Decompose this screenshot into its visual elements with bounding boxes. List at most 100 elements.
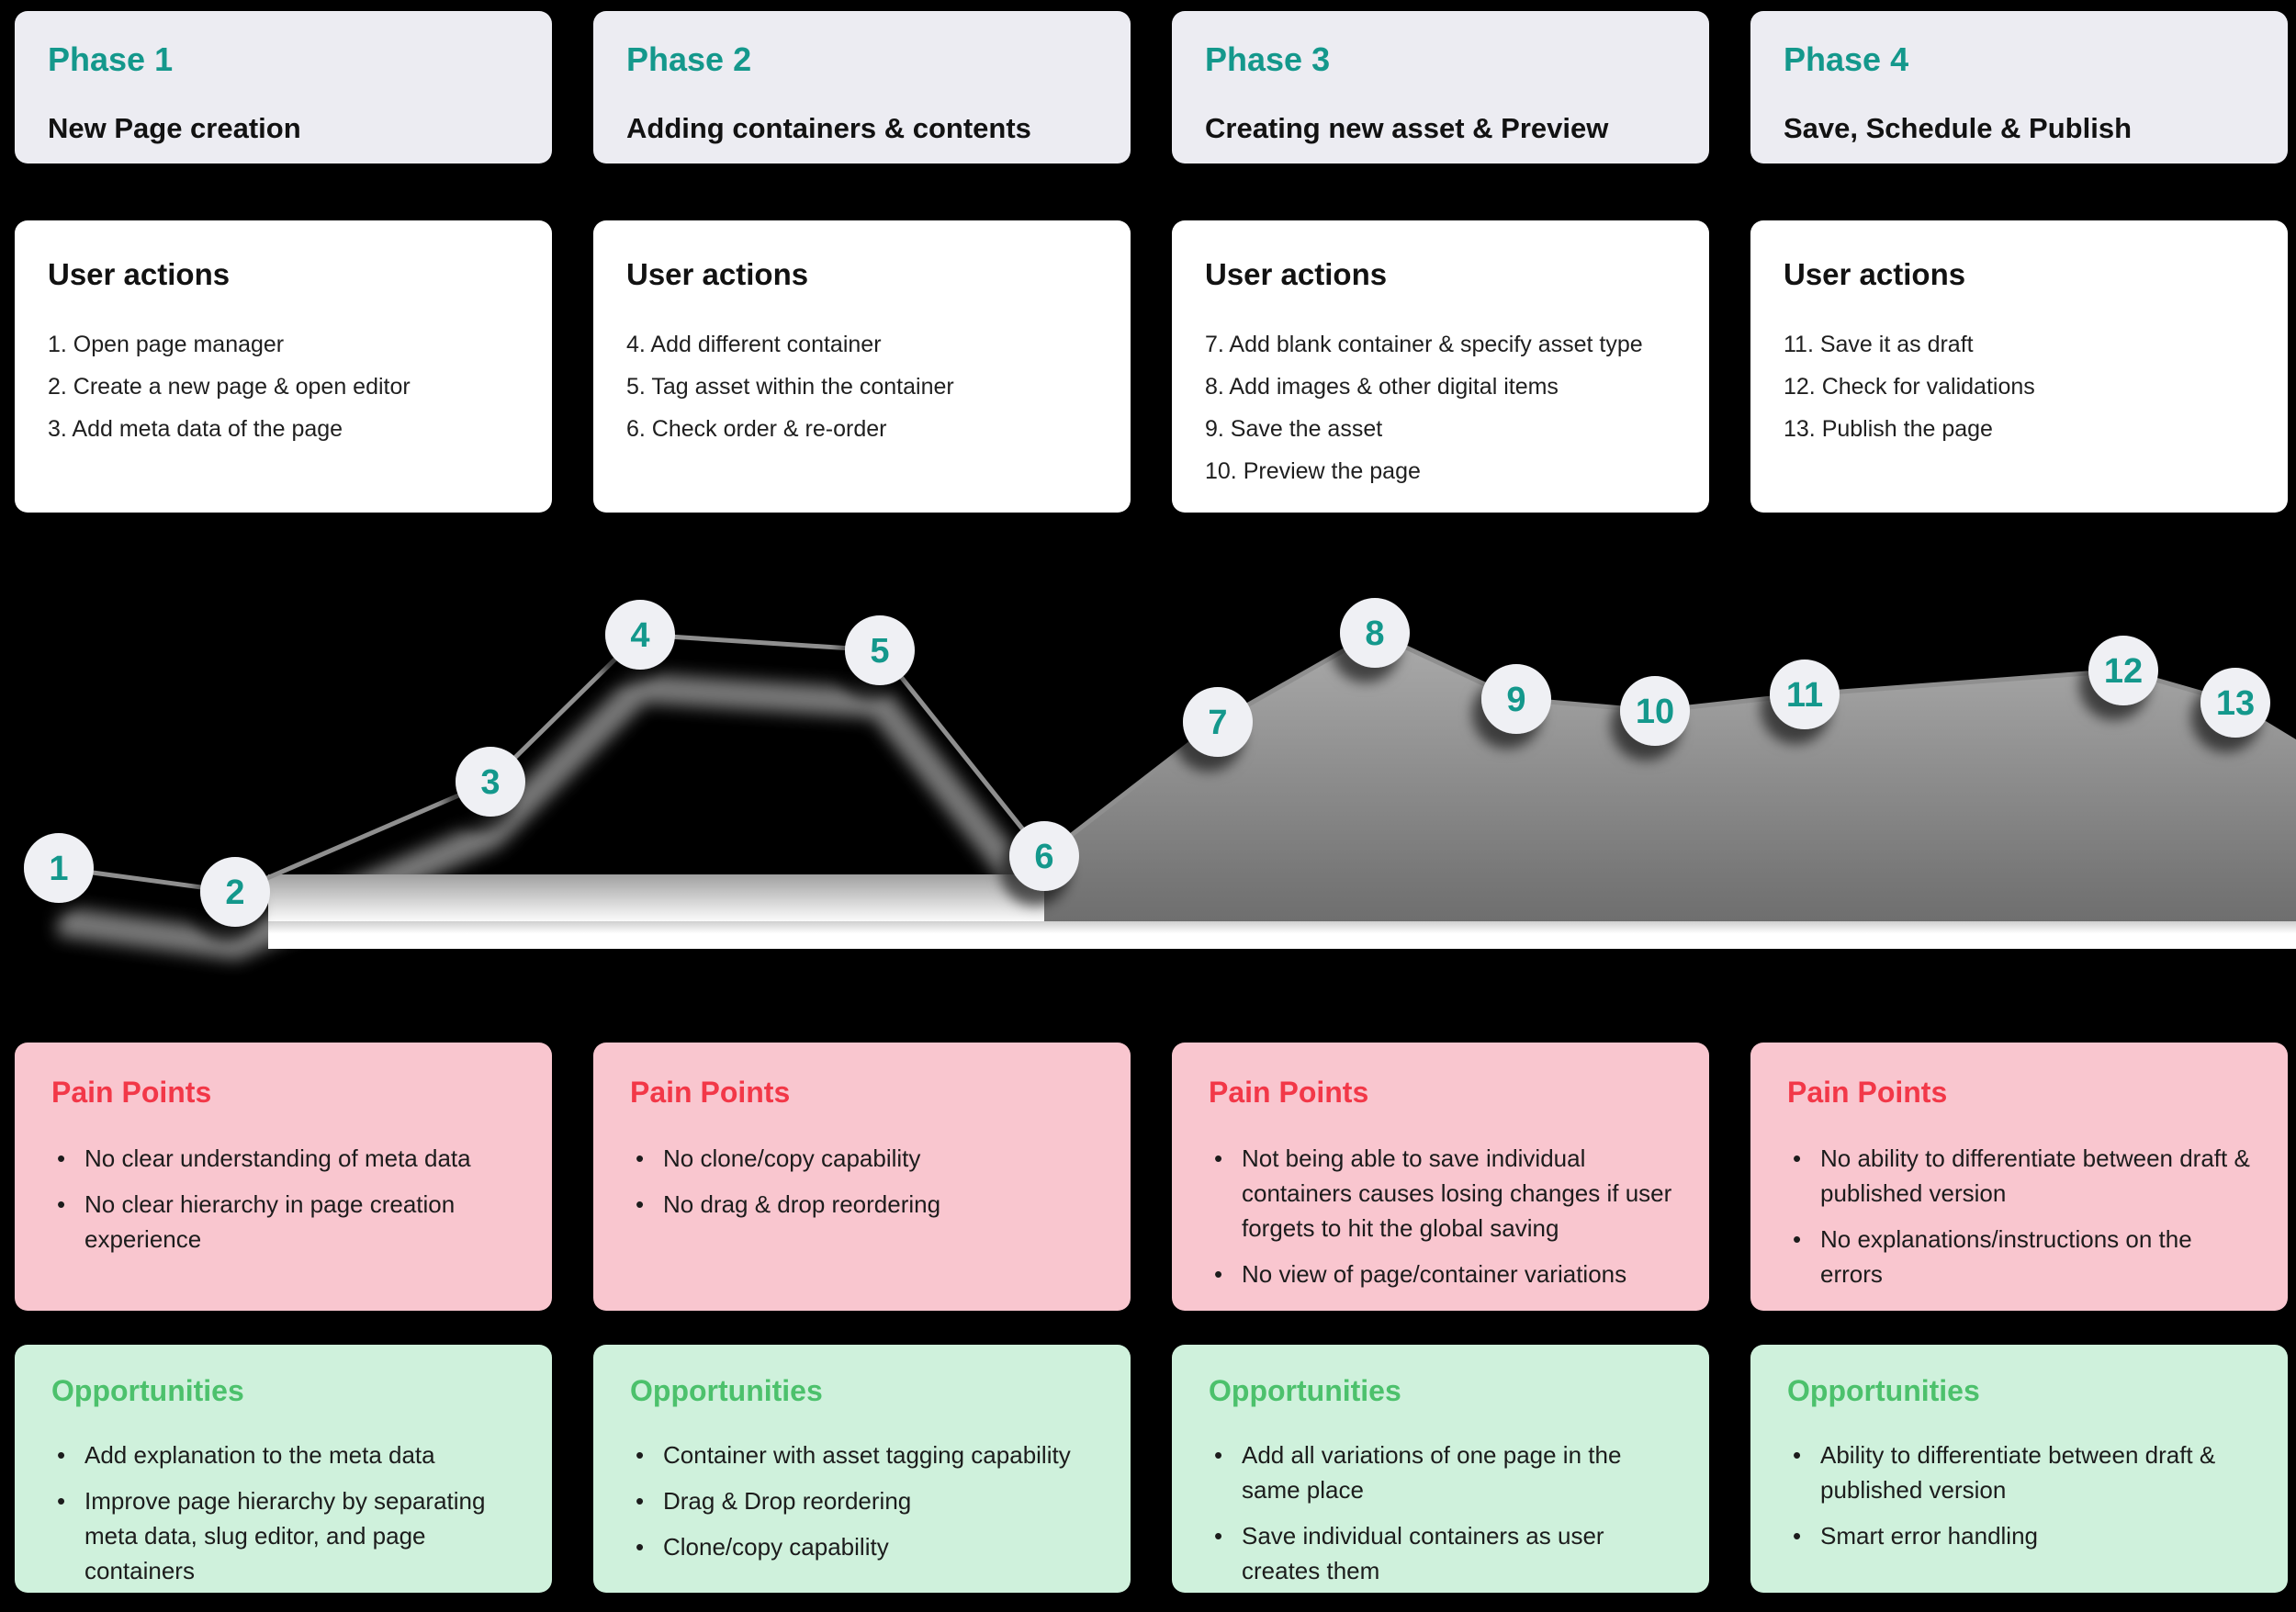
journey-point-label-1: 1 bbox=[49, 850, 68, 888]
opportunity-item: Ability to differentiate between draft &… bbox=[1787, 1437, 2251, 1507]
phase-title: Phase 1 bbox=[48, 40, 174, 78]
journey-gray-slab bbox=[1044, 633, 2296, 923]
journey-point-1 bbox=[24, 833, 94, 903]
user-action-item: 13. Publish the page bbox=[1784, 416, 1993, 442]
journey-point-label-4: 4 bbox=[630, 616, 649, 655]
opportunity-item: Improve page hierarchy by separating met… bbox=[51, 1483, 515, 1588]
opportunities-card: OpportunitiesAdd explanation to the meta… bbox=[15, 1345, 552, 1593]
phase-subtitle: Adding containers & contents bbox=[626, 112, 1031, 144]
phase-header-card: Phase 2 Adding containers & contents bbox=[593, 11, 1131, 163]
opportunities-card: OpportunitiesAbility to differentiate be… bbox=[1750, 1345, 2288, 1593]
phase-header-card: Phase 4 Save, Schedule & Publish bbox=[1750, 11, 2288, 163]
user-action-item: 4. Add different container bbox=[626, 332, 882, 357]
opportunity-item: Save individual containers as user creat… bbox=[1209, 1518, 1672, 1588]
opportunity-item: Smart error handling bbox=[1787, 1518, 2251, 1553]
journey-point-6 bbox=[1009, 821, 1079, 891]
phase-header-card: Phase 1 New Page creation bbox=[15, 11, 552, 163]
journey-point-13 bbox=[2200, 668, 2270, 738]
opportunities-heading: Opportunities bbox=[630, 1374, 823, 1407]
user-action-item: 12. Check for validations bbox=[1784, 374, 2035, 400]
opportunities-list: Ability to differentiate between draft &… bbox=[1787, 1437, 2251, 1553]
journey-point-label-3: 3 bbox=[480, 763, 500, 802]
journey-point-label-9: 9 bbox=[1506, 681, 1525, 719]
journey-point-label-11: 11 bbox=[1786, 676, 1823, 715]
journey-point-label-7: 7 bbox=[1208, 704, 1227, 742]
opportunities-heading: Opportunities bbox=[1209, 1374, 1401, 1407]
pain-points-list: No clone/copy capability No drag & drop r… bbox=[630, 1141, 1094, 1222]
pain-point-item: No explanations/instructions on the erro… bbox=[1787, 1222, 2251, 1291]
pain-point-item: No drag & drop reordering bbox=[630, 1187, 1094, 1222]
journey-point-label-10: 10 bbox=[1636, 693, 1674, 731]
user-actions-heading: User actions bbox=[626, 257, 809, 291]
phase-subtitle: Save, Schedule & Publish bbox=[1784, 112, 2133, 144]
opportunities-heading: Opportunities bbox=[1787, 1374, 1980, 1407]
phase-title: Phase 3 bbox=[1205, 40, 1331, 78]
phase-header-card: Phase 3 Creating new asset & Preview bbox=[1172, 11, 1709, 163]
opportunity-item: Clone/copy capability bbox=[630, 1529, 1094, 1564]
pain-points-card: Pain Points No clear understanding of met… bbox=[15, 1043, 552, 1311]
journey-point-11 bbox=[1770, 659, 1840, 729]
pain-point-item: No clear understanding of meta data bbox=[51, 1141, 515, 1176]
user-action-item: 1. Open page manager bbox=[48, 332, 285, 357]
user-actions-heading: User actions bbox=[1784, 257, 1966, 291]
journey-point-10 bbox=[1620, 676, 1690, 746]
journey-point-8 bbox=[1340, 598, 1410, 668]
pain-points-card: Pain PointsNo ability to differentiate b… bbox=[1750, 1043, 2288, 1311]
user-actions-card: User actions 7. Add blank container & spe… bbox=[1172, 220, 1709, 513]
journey-point-9 bbox=[1481, 664, 1551, 734]
phase-subtitle: New Page creation bbox=[48, 112, 301, 144]
user-action-item: 2. Create a new page & open editor bbox=[48, 374, 411, 400]
user-action-item: 11. Save it as draft bbox=[1784, 332, 1974, 357]
journey-point-label-2: 2 bbox=[225, 874, 244, 912]
phase-title: Phase 2 bbox=[626, 40, 752, 78]
opportunity-item: Drag & Drop reordering bbox=[630, 1483, 1094, 1518]
pain-point-item: Not being able to save individual contai… bbox=[1209, 1141, 1672, 1246]
pain-point-item: No view of page/container variations bbox=[1209, 1257, 1672, 1291]
opportunity-item: Add explanation to the meta data bbox=[51, 1437, 515, 1472]
journey-point-label-8: 8 bbox=[1365, 614, 1384, 653]
pain-points-heading: Pain Points bbox=[1209, 1076, 1369, 1109]
journey-point-2 bbox=[200, 857, 270, 927]
pain-points-heading: Pain Points bbox=[51, 1076, 212, 1109]
pain-points-list: No clear understanding of meta dataNo cl… bbox=[51, 1141, 515, 1257]
phase-title: Phase 4 bbox=[1784, 40, 1909, 78]
opportunities-list: Container with asset tagging capabilityD… bbox=[630, 1437, 1094, 1564]
user-action-item: 5. Tag asset within the container bbox=[626, 374, 954, 400]
user-actions-card: User actions 1. Open page manager 2. Creat… bbox=[15, 220, 552, 513]
phase-subtitle: Creating new asset & Preview bbox=[1205, 112, 1609, 144]
user-action-item: 9. Save the asset bbox=[1205, 416, 1383, 442]
user-action-item: 10. Preview the page bbox=[1205, 458, 1421, 484]
opportunities-list: Add explanation to the meta dataImprove … bbox=[51, 1437, 515, 1588]
pain-points-heading: Pain Points bbox=[630, 1076, 791, 1109]
journey-white-band bbox=[268, 921, 2296, 949]
user-action-item: 3. Add meta data of the page bbox=[48, 416, 343, 442]
journey-point-3 bbox=[456, 747, 525, 817]
pain-point-item: No clone/copy capability bbox=[630, 1141, 1094, 1176]
journey-point-label-12: 12 bbox=[2104, 652, 2143, 691]
opportunities-heading: Opportunities bbox=[51, 1374, 244, 1407]
user-action-item: 6. Check order & re-order bbox=[626, 416, 887, 442]
user-actions-heading: User actions bbox=[1205, 257, 1388, 291]
opportunities-list: Add all variations of one page in the sa… bbox=[1209, 1437, 1672, 1588]
journey-point-12 bbox=[2088, 636, 2158, 705]
user-action-item: 7. Add blank container & specify asset t… bbox=[1205, 332, 1643, 357]
user-action-item: 8. Add images & other digital items bbox=[1205, 374, 1559, 400]
pain-points-card: Pain Points No clone/copy capability No dr… bbox=[593, 1043, 1131, 1311]
user-actions-card: User actions 4. Add different container 5.… bbox=[593, 220, 1131, 513]
user-actions-heading: User actions bbox=[48, 257, 231, 291]
pain-point-item: No ability to differentiate between draf… bbox=[1787, 1141, 2251, 1211]
journey-point-5 bbox=[845, 615, 915, 685]
journey-fade-region bbox=[268, 874, 1047, 924]
opportunities-card: OpportunitiesContainer with asset taggin… bbox=[593, 1345, 1131, 1593]
journey-point-label-5: 5 bbox=[870, 632, 889, 671]
pain-points-list: Not being able to save individual contai… bbox=[1209, 1141, 1672, 1291]
opportunity-item: Container with asset tagging capability bbox=[630, 1437, 1094, 1472]
opportunity-item: Add all variations of one page in the sa… bbox=[1209, 1437, 1672, 1507]
journey-point-label-13: 13 bbox=[2216, 684, 2255, 723]
opportunities-card: OpportunitiesAdd all variations of one p… bbox=[1172, 1345, 1709, 1593]
journey-point-label-6: 6 bbox=[1034, 838, 1053, 876]
journey-point-7 bbox=[1183, 687, 1253, 757]
journey-point-4 bbox=[605, 600, 675, 670]
